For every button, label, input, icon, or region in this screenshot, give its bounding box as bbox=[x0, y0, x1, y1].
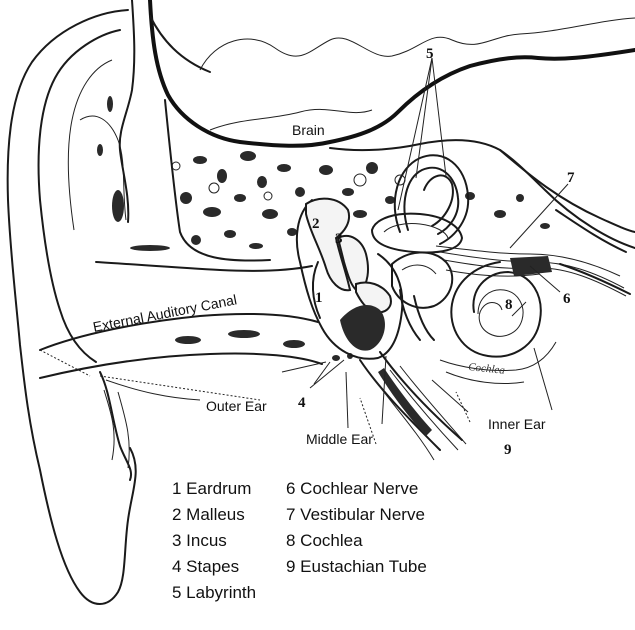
legend-item-labyrinth: 5 Labyrinth bbox=[172, 580, 256, 606]
marker-2: 2 bbox=[312, 216, 320, 232]
legend-item-stapes: 4 Stapes bbox=[172, 554, 256, 580]
cochlea-word-label: Cochlea bbox=[468, 361, 506, 377]
brain-label: Brain bbox=[292, 122, 325, 138]
legend-item-cochlea: 8 Cochlea bbox=[286, 528, 427, 554]
external-canal-label: External Auditory Canal bbox=[92, 291, 239, 335]
legend-item-incus: 3 Incus bbox=[172, 528, 256, 554]
marker-9: 9 bbox=[504, 442, 512, 458]
legend-item-eardrum: 1 Eardrum bbox=[172, 476, 256, 502]
leader-lines bbox=[40, 58, 568, 444]
marker-3: 3 bbox=[335, 231, 343, 247]
marker-5: 5 bbox=[426, 46, 434, 62]
legend-column-2: 6 Cochlear Nerve 7 Vestibular Nerve 8 Co… bbox=[286, 476, 427, 580]
legend-column-1: 1 Eardrum 2 Malleus 3 Incus 4 Stapes 5 L… bbox=[172, 476, 256, 606]
middle-ear-label: Middle Ear bbox=[306, 431, 373, 447]
legend-item-eustachian-tube: 9 Eustachian Tube bbox=[286, 554, 427, 580]
middle-ear-cavity bbox=[297, 199, 466, 460]
marker-8: 8 bbox=[505, 297, 513, 313]
marker-6: 6 bbox=[563, 291, 571, 307]
marker-1: 1 bbox=[315, 290, 323, 306]
marker-7: 7 bbox=[567, 170, 575, 186]
legend-item-vestibular-nerve: 7 Vestibular Nerve bbox=[286, 502, 427, 528]
marker-4: 4 bbox=[298, 395, 306, 411]
legend-item-malleus: 2 Malleus bbox=[172, 502, 256, 528]
outer-ear-label: Outer Ear bbox=[206, 398, 267, 414]
inner-ear-label: Inner Ear bbox=[488, 416, 546, 432]
legend-item-cochlear-nerve: 6 Cochlear Nerve bbox=[286, 476, 427, 502]
